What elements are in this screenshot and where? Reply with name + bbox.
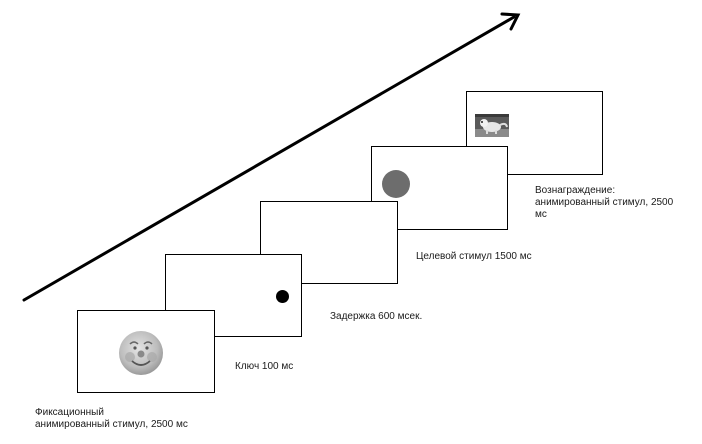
fixation-frame (77, 310, 215, 393)
fixation-label-line-2: анимированный стимул, 2500 мс (35, 419, 188, 430)
fixation-label-line-1: Фиксационный (35, 407, 104, 418)
reward-label-line-1: Вознаграждение: (535, 185, 616, 196)
delay-label: Задержка 600 мсек. (330, 311, 422, 323)
reward-animal-image (475, 114, 509, 137)
delay-label-line-1: Задержка 600 мсек. (330, 311, 423, 322)
target-label: Целевой стимул 1500 мс (416, 251, 532, 263)
cue-label: Ключ 100 мс (235, 361, 293, 373)
fixation-label: Фиксационный анимированный стимул, 2500 … (35, 407, 188, 431)
smiley-face-icon (119, 331, 163, 375)
gray-circle-icon (382, 170, 410, 198)
reward-label-line-3: мс (535, 209, 547, 220)
reward-label-line-2: анимированный стимул, 2500 (535, 197, 674, 208)
reward-label: Вознаграждение: анимированный стимул, 25… (535, 185, 673, 221)
black-dot-icon (276, 290, 289, 303)
reward-frame (466, 91, 603, 175)
cue-frame (165, 254, 302, 337)
cue-label-line-1: Ключ 100 мс (235, 361, 294, 372)
target-label-line-1: Целевой стимул 1500 мс (416, 251, 532, 262)
